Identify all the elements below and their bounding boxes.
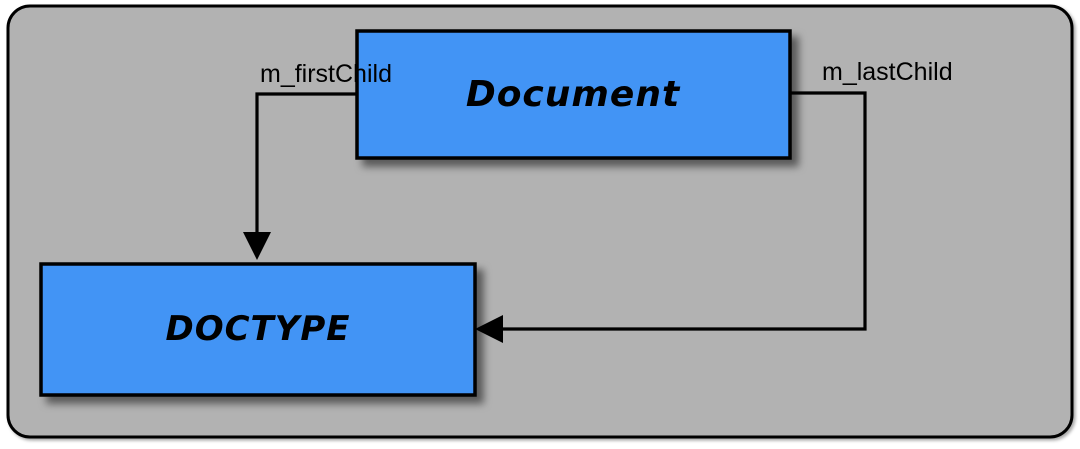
first-child-edge-label: m_firstChild — [260, 60, 392, 88]
node-doctype[interactable]: DOCTYPE — [39, 262, 477, 397]
node-doctype-label: DOCTYPE — [165, 309, 350, 349]
last-child-edge-label: m_lastChild — [822, 58, 953, 86]
node-document[interactable]: Document — [355, 29, 792, 160]
last-child-edge — [475, 91, 867, 343]
last-child-edge-line — [489, 91, 867, 331]
first-child-arrowhead — [243, 232, 271, 260]
last-child-arrowhead — [475, 315, 503, 343]
node-document-label: Document — [466, 74, 681, 115]
node-doctype-box[interactable] — [39, 262, 477, 397]
first-child-edge — [243, 92, 357, 260]
first-child-edge-line — [255, 92, 357, 248]
node-document-box[interactable] — [355, 29, 792, 160]
